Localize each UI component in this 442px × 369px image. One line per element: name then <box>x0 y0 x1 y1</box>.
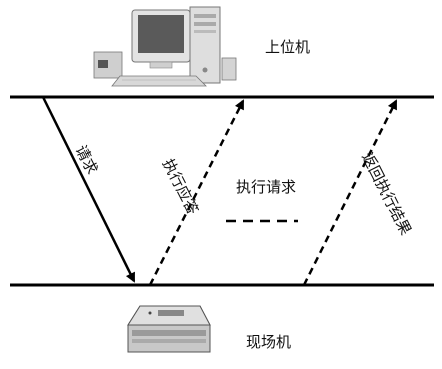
request-arrow <box>41 96 136 283</box>
field-device-label: 现场机 <box>246 333 291 351</box>
execute-response-label: 执行应答 <box>159 156 202 218</box>
host-computer-icon <box>93 6 237 87</box>
return-result-arrow <box>302 99 398 286</box>
field-device-icon <box>127 305 211 353</box>
execute-response-arrow <box>148 99 245 286</box>
return-result-label: 返回执行结果 <box>358 150 415 238</box>
execute-request-label: 执行请求 <box>236 178 296 196</box>
upper-computer-label: 上位机 <box>265 38 310 56</box>
request-label: 请求 <box>72 142 102 177</box>
